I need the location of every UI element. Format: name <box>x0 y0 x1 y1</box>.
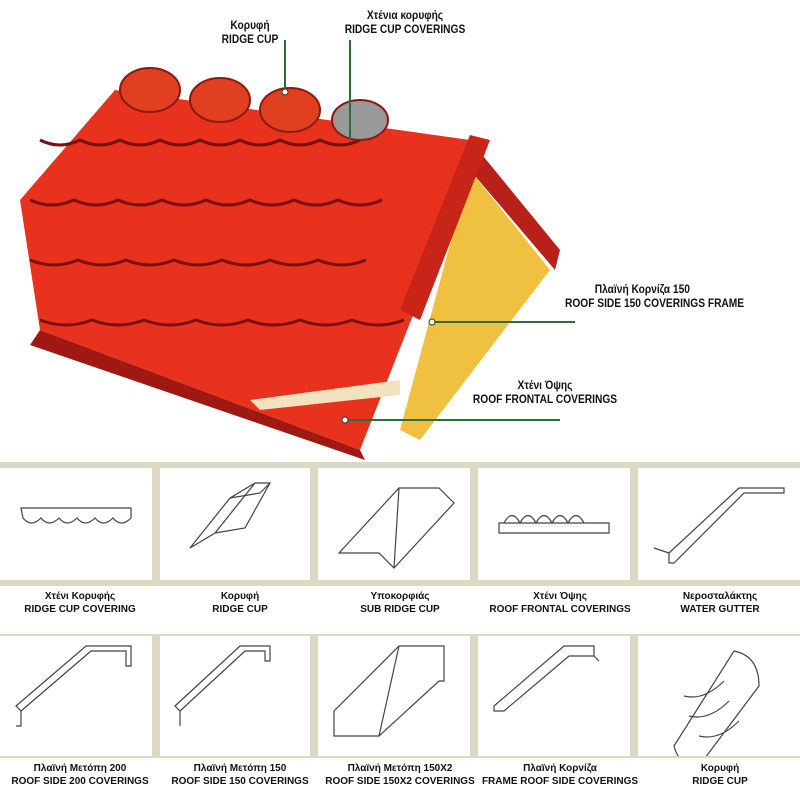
part-drawing <box>498 514 610 534</box>
roof-illustration <box>20 40 575 460</box>
part-cell <box>478 468 630 580</box>
part-english-name: RIDGE CUP <box>692 776 748 787</box>
part-cell <box>318 468 470 580</box>
part-greek-name: Πλαϊνή Κορνίζα <box>523 763 597 774</box>
part-cell <box>0 636 152 756</box>
part-english-name: ROOF SIDE 150 COVERINGS <box>171 776 309 787</box>
part-english-name: ROOF SIDE 150X2 COVERINGS <box>325 776 475 787</box>
part-cell <box>0 468 152 580</box>
part-greek-name: Υποκορφιάς <box>370 591 430 602</box>
part-drawing <box>20 507 132 524</box>
part-greek-name: Κορυφή <box>700 763 740 774</box>
part-english-name: FRAME ROOF SIDE COVERINGS <box>481 776 639 787</box>
part-greek-name: Πλαϊνή Μετόπη 150 <box>193 763 287 774</box>
part-english-name: RIDGE CUP <box>212 604 268 615</box>
part-drawing <box>653 487 785 564</box>
part-drawing <box>673 650 760 767</box>
part-english-name: WATER GUTTER <box>680 604 760 615</box>
part-cell <box>318 636 470 756</box>
part-cell <box>638 636 800 767</box>
part-english-name: SUB RIDGE CUP <box>360 604 440 615</box>
part-drawing <box>333 645 445 737</box>
part-drawing <box>189 482 272 549</box>
part-cell <box>160 468 310 580</box>
part-greek-name: Πλαϊνή Μετόπη 150X2 <box>347 763 453 774</box>
part-drawing <box>174 645 271 726</box>
part-greek-name: Χτένι Κορυφής <box>44 591 116 602</box>
part-greek-name: Χτένι Όψης <box>533 591 587 602</box>
part-english-name: RIDGE CUP COVERING <box>24 604 136 615</box>
part-english-name: ROOF SIDE 200 COVERINGS <box>11 776 149 787</box>
part-cell <box>160 636 310 756</box>
part-drawing <box>493 645 600 712</box>
part-drawing <box>15 645 132 727</box>
part-english-name: ROOF FRONTAL COVERINGS <box>489 604 631 615</box>
part-cell <box>478 636 630 756</box>
part-drawing <box>337 487 455 569</box>
part-greek-name: Νεροσταλάκτης <box>682 591 758 602</box>
part-cell <box>638 468 800 580</box>
part-greek-name: Πλαϊνή Μετόπη 200 <box>33 763 127 774</box>
part-greek-name: Κορυφή <box>220 591 260 602</box>
